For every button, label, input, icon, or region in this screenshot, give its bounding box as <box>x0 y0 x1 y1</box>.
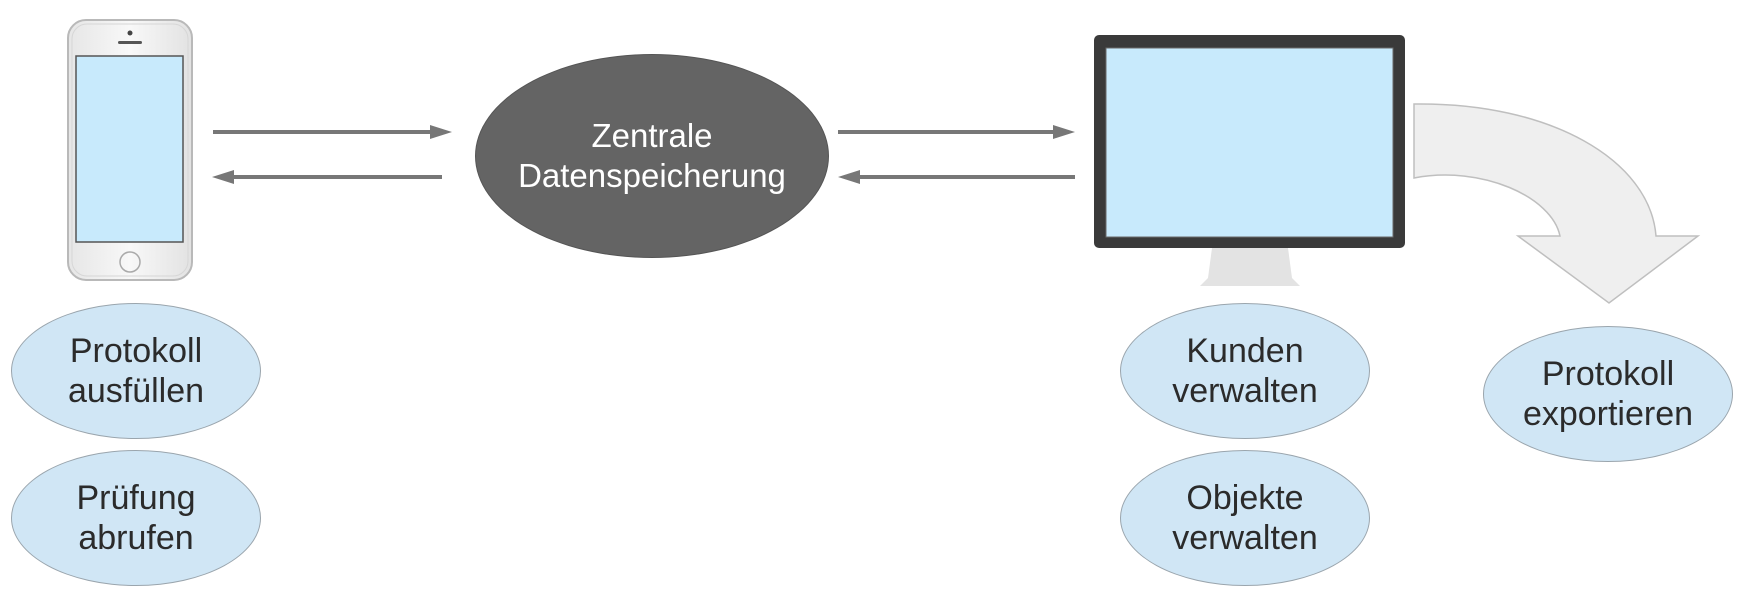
desktop-function-manage-objects: Objekte verwalten <box>1120 450 1370 586</box>
central-storage-node: Zentrale Datenspeicherung <box>475 54 829 258</box>
oval-line: Protokoll <box>1541 355 1675 393</box>
sync-arrows-desktop <box>838 125 1075 184</box>
oval-line: ausfüllen <box>67 372 205 410</box>
desktop-monitor-icon <box>1094 35 1405 286</box>
oval-line: exportieren <box>1522 395 1694 433</box>
oval-line: verwalten <box>1172 372 1318 410</box>
oval-line: abrufen <box>78 519 194 557</box>
phone-function-fill-protocol: Protokoll ausfüllen <box>11 303 261 439</box>
oval-line: Kunden <box>1186 332 1304 370</box>
curved-arrow-icon <box>1413 103 1701 304</box>
central-storage-line-2: Datenspeicherung <box>518 157 786 194</box>
oval-line: verwalten <box>1172 519 1318 557</box>
desktop-function-manage-customers: Kunden verwalten <box>1120 303 1370 439</box>
export-function-export-protocol: Protokoll exportieren <box>1483 326 1733 462</box>
central-storage-line-1: Zentrale <box>591 117 713 154</box>
oval-line: Protokoll <box>69 332 203 370</box>
oval-line: Prüfung <box>76 479 196 517</box>
phone-function-retrieve-inspection: Prüfung abrufen <box>11 450 261 586</box>
smartphone-icon <box>67 19 193 281</box>
sync-arrows-phone <box>212 125 452 184</box>
oval-line: Objekte <box>1186 479 1304 517</box>
